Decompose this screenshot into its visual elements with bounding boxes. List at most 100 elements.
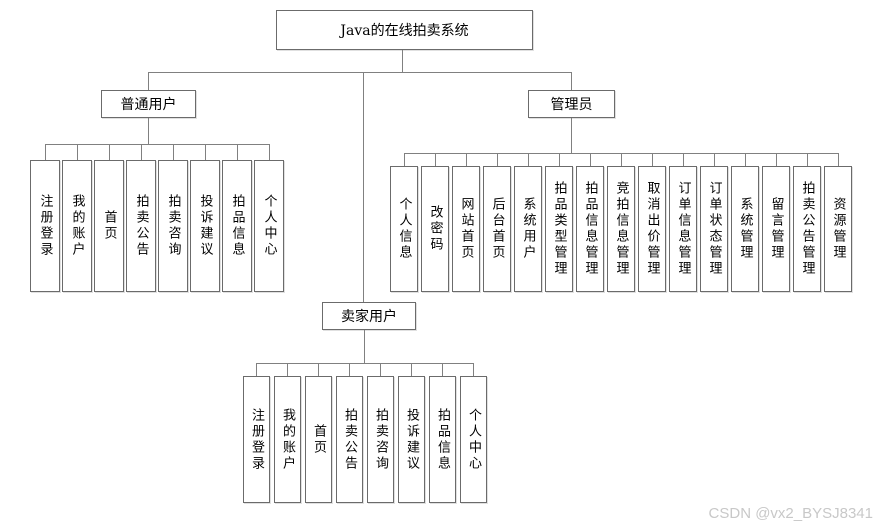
tree-node: 改密码 [421, 153, 449, 292]
children-row: 个人信息改密码网站首页后台首页系统用户拍品类型管理拍品信息管理竞拍信息管理取消出… [390, 153, 852, 292]
children-group-admin: 个人信息改密码网站首页后台首页系统用户拍品类型管理拍品信息管理竞拍信息管理取消出… [390, 153, 852, 292]
tree-node: 注册登录 [30, 144, 60, 292]
branch-box-normal-user: 普通用户 [101, 90, 196, 118]
node-label: 网站首页 [458, 197, 474, 261]
node-label: 我的账户 [69, 194, 85, 258]
node-label: 留言管理 [768, 197, 784, 261]
node-box: 拍品类型管理 [545, 166, 573, 292]
node-box: 首页 [305, 376, 332, 503]
connector-stub [268, 144, 270, 160]
connector-stub [380, 363, 381, 376]
node-label: 后台首页 [489, 197, 505, 261]
connector-drop-admin [571, 72, 572, 90]
connector-stub [837, 153, 839, 166]
node-label: 投诉建议 [404, 407, 419, 472]
node-box: 个人信息 [390, 166, 418, 292]
tree-node: 拍品信息 [429, 363, 456, 503]
node-box: 拍卖公告 [336, 376, 363, 503]
node-box: 我的账户 [62, 160, 92, 292]
node-label: 注册登录 [249, 407, 264, 472]
node-label: 订单信息管理 [675, 181, 691, 277]
node-box: 投诉建议 [190, 160, 220, 292]
node-box: 拍卖公告 [126, 160, 156, 292]
connector-stub [411, 363, 412, 376]
node-box: 竞拍信息管理 [607, 166, 635, 292]
connector-seller-user-to-children [364, 330, 365, 363]
node-label: 注册登录 [37, 194, 53, 258]
connector-children-rail [256, 363, 473, 364]
node-label: 资源管理 [830, 197, 846, 261]
node-box: 取消出价管理 [638, 166, 666, 292]
tree-node: 注册登录 [243, 363, 270, 503]
connector-stub [496, 153, 498, 166]
node-label: 拍卖公告 [133, 194, 149, 258]
tree-node: 取消出价管理 [638, 153, 666, 292]
node-box: 首页 [94, 160, 124, 292]
connector-stub [318, 363, 319, 376]
node-box: 系统管理 [731, 166, 759, 292]
node-box: 注册登录 [243, 376, 270, 503]
connector-stub [108, 144, 110, 160]
node-box: 我的账户 [274, 376, 301, 503]
node-box: 投诉建议 [398, 376, 425, 503]
connector-stub [589, 153, 591, 166]
tree-node: 我的账户 [62, 144, 92, 292]
connector-stub [465, 153, 467, 166]
branch-box-admin: 管理员 [528, 90, 615, 118]
children-group-normal-user: 注册登录我的账户首页拍卖公告拍卖咨询投诉建议拍品信息个人中心 [30, 144, 284, 292]
connector-stub [682, 153, 684, 166]
children-group-seller-user: 注册登录 我的账户首页拍卖公告拍卖咨询 投诉建议 拍品信息 个人中心 [243, 363, 487, 503]
tree-node: 拍卖咨询 [367, 363, 394, 503]
connector-stub [806, 153, 808, 166]
tree-node: 拍品信息管理 [576, 153, 604, 292]
connector-stub [775, 153, 777, 166]
tree-node: 订单状态管理 [700, 153, 728, 292]
children-row: 注册登录我的账户首页拍卖公告拍卖咨询投诉建议拍品信息个人中心 [30, 144, 284, 292]
connector-stub [651, 153, 653, 166]
root-node-box: Java的在线拍卖系统 [276, 10, 533, 50]
node-label: 改密码 [427, 205, 443, 253]
connector-stub [349, 363, 350, 376]
node-box: 拍品信息 [222, 160, 252, 292]
tree-node: 系统管理 [731, 153, 759, 292]
connector-stub [473, 363, 474, 376]
tree-node: 我的账户 [274, 363, 301, 503]
node-box: 拍品信息 [429, 376, 456, 503]
node-label: 我的账户 [280, 407, 295, 472]
branch-label-normal-user: 普通用户 [120, 97, 177, 113]
node-label: 拍卖咨询 [373, 407, 388, 472]
connector-stub [744, 153, 746, 166]
connector-stub [204, 144, 206, 160]
node-label: 个人中心 [466, 407, 481, 472]
connector-stub [527, 153, 529, 166]
connector-normal-user-to-children [148, 118, 149, 144]
node-label: 拍品信息 [435, 407, 450, 472]
node-box: 订单信息管理 [669, 166, 697, 292]
node-box: 订单状态管理 [700, 166, 728, 292]
tree-node: 个人中心 [460, 363, 487, 503]
connector-root-drop [402, 50, 403, 72]
node-box: 改密码 [421, 166, 449, 292]
node-box: 资源管理 [824, 166, 852, 292]
node-label: 拍卖公告管理 [799, 181, 815, 277]
connector-stub [256, 363, 257, 376]
connector-stub [236, 144, 238, 160]
connector-stub [620, 153, 622, 166]
tree-node: 网站首页 [452, 153, 480, 292]
connector-branch-rail [148, 72, 571, 73]
branch-label-admin: 管理员 [550, 97, 593, 113]
node-label: 系统管理 [737, 197, 753, 261]
node-box: 网站首页 [452, 166, 480, 292]
tree-node: 投诉建议 [398, 363, 425, 503]
tree-node: 资源管理 [824, 153, 852, 292]
tree-node: 后台首页 [483, 153, 511, 292]
node-label: 拍品类型管理 [551, 181, 567, 277]
connector-children-rail [404, 153, 838, 154]
node-label: 拍卖咨询 [165, 194, 181, 258]
node-box: 系统用户 [514, 166, 542, 292]
root-node-label: Java的在线拍卖系统 [340, 23, 469, 39]
node-box: 拍卖公告管理 [793, 166, 821, 292]
tree-node: 拍卖公告 [336, 363, 363, 503]
connector-children-rail [45, 144, 269, 145]
